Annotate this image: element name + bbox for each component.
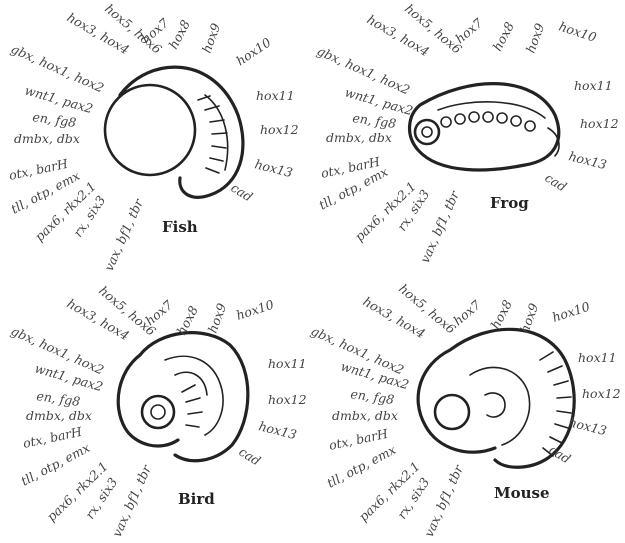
gene-label: hox7 bbox=[142, 297, 175, 328]
gene-label: hox8 bbox=[489, 19, 517, 53]
gene-label: hox11 bbox=[256, 88, 295, 103]
gene-label: hox12 bbox=[580, 116, 619, 131]
gene-label: hox12 bbox=[582, 386, 621, 401]
frog-gene-labels: hox5, hox6 hox3, hox4 gbx, hox1, hox2 wn… bbox=[315, 1, 619, 265]
gene-label: hox12 bbox=[260, 122, 299, 137]
gene-label: hox9 bbox=[199, 21, 224, 55]
panel-bird: hox5, hox6 hox3, hox4 gbx, hox1, hox2 wn… bbox=[9, 283, 307, 539]
gene-label: hox11 bbox=[578, 350, 617, 365]
gene-label: en, fg8 bbox=[352, 110, 398, 131]
gene-label: hox8 bbox=[487, 297, 515, 331]
gene-label: en, fg8 bbox=[32, 109, 78, 130]
gene-label: dmbx, dbx bbox=[326, 130, 392, 145]
gene-label: hox9 bbox=[205, 301, 230, 335]
bird-embryo-drawing bbox=[118, 333, 248, 461]
gene-label: vax, bf1, tbr bbox=[109, 462, 154, 539]
gene-label: hox12 bbox=[268, 392, 307, 407]
frog-embryo-drawing bbox=[410, 84, 559, 170]
panel-frog: hox5, hox6 hox3, hox4 gbx, hox1, hox2 wn… bbox=[315, 1, 619, 265]
gene-label: cad bbox=[546, 442, 573, 467]
gene-label: hox13 bbox=[567, 414, 608, 438]
species-label: Frog bbox=[490, 194, 529, 212]
gene-label: hox10 bbox=[234, 297, 275, 323]
gene-label: hox10 bbox=[557, 19, 598, 45]
gene-label: hox8 bbox=[165, 17, 193, 51]
gene-label: dmbx, dbx bbox=[26, 408, 92, 423]
gene-label: hox9 bbox=[517, 301, 542, 335]
gene-label: hox10 bbox=[550, 299, 591, 325]
gene-label: dmbx, dbx bbox=[14, 131, 80, 146]
gene-label: cad bbox=[236, 444, 263, 469]
fish-embryo-drawing bbox=[105, 67, 243, 197]
gene-label: hox11 bbox=[268, 356, 307, 371]
gene-label: hox10 bbox=[233, 34, 273, 68]
gene-label: vax, bf1, tbr bbox=[101, 196, 146, 273]
species-label: Mouse bbox=[494, 484, 550, 502]
species-label: Fish bbox=[162, 218, 198, 236]
gene-label: hox13 bbox=[567, 148, 608, 172]
gene-label: hox9 bbox=[523, 21, 548, 55]
gene-label: vax, bf1, tbr bbox=[421, 462, 466, 539]
panel-fish: hox5, hox6 hox3, hox4 gbx, hox1, hox2 wn… bbox=[8, 1, 299, 273]
gene-label: hox13 bbox=[253, 156, 294, 180]
panel-mouse: hox5, hox6 hox3, hox4 gbx, hox1, hox2 wn… bbox=[309, 281, 621, 539]
gene-label: gbx, hox1, hox2 bbox=[9, 41, 107, 95]
gene-label: cad bbox=[542, 170, 569, 195]
gene-label: en, fg8 bbox=[350, 386, 396, 407]
gene-label: cad bbox=[228, 180, 255, 205]
gene-label: en, fg8 bbox=[36, 388, 82, 409]
gene-label: dmbx, dbx bbox=[332, 408, 398, 423]
gene-label: hox7 bbox=[450, 297, 483, 328]
gene-label: hox11 bbox=[574, 78, 613, 93]
gene-label: hox13 bbox=[257, 418, 298, 442]
gene-label: hox7 bbox=[452, 15, 485, 46]
species-label: Bird bbox=[178, 490, 215, 508]
